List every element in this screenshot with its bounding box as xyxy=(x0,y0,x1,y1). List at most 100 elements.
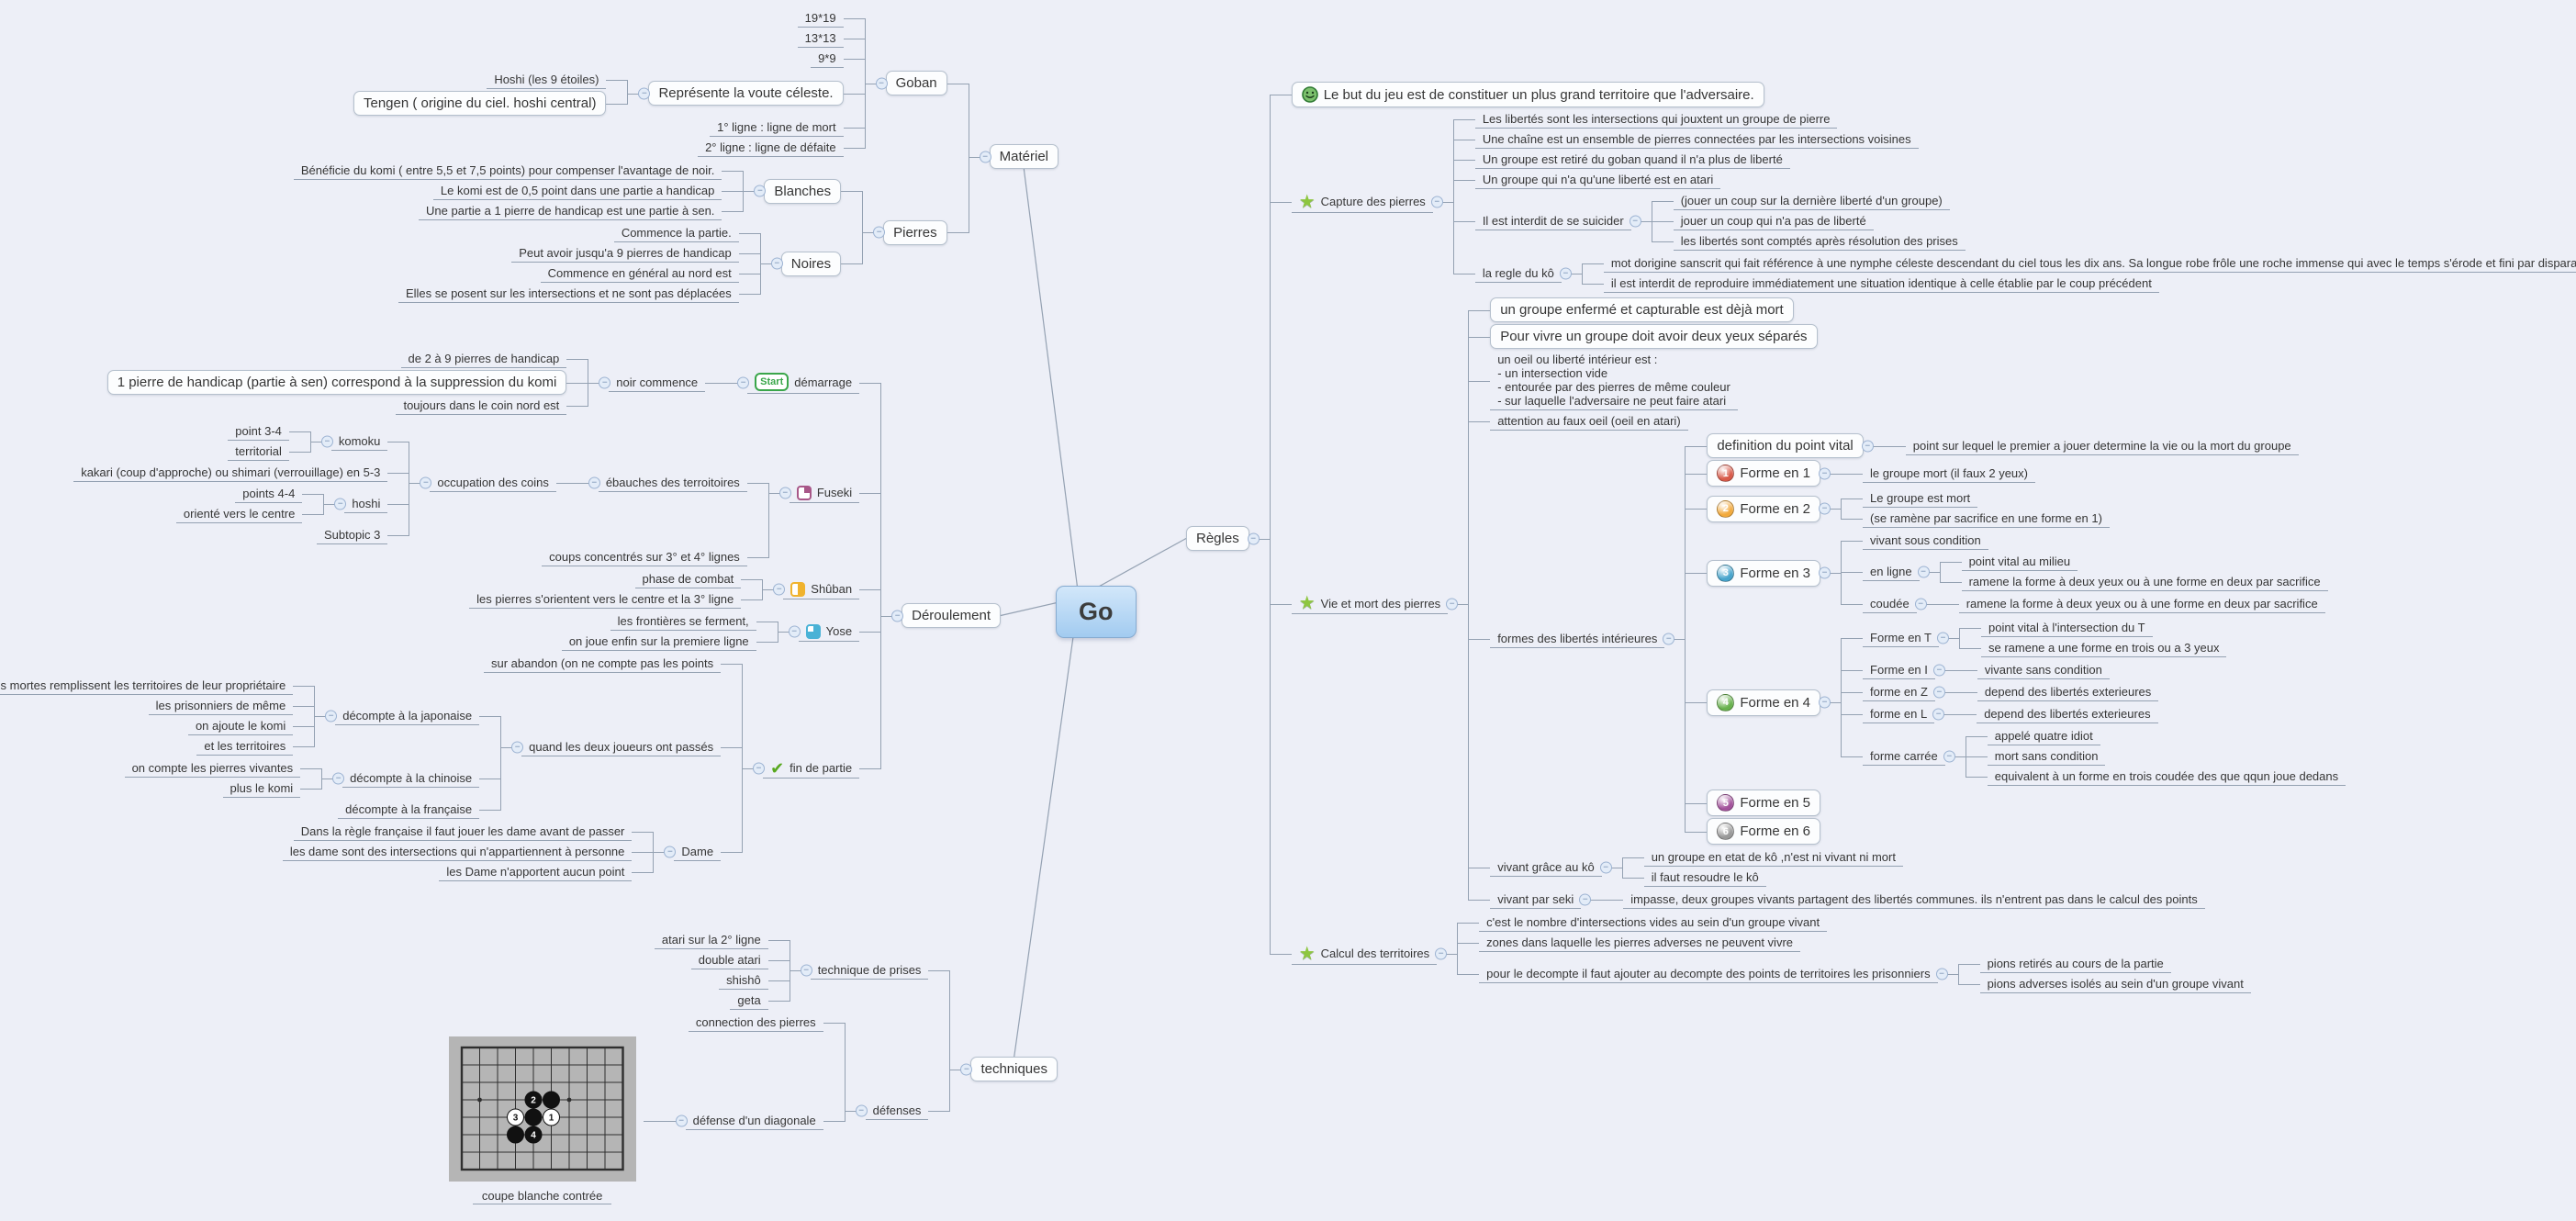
collapse-badge[interactable]: − xyxy=(800,964,812,977)
collapse-badge[interactable]: − xyxy=(1819,502,1831,515)
collapse-badge[interactable]: − xyxy=(754,185,767,197)
topic-label[interactable]: Le but du jeu est de constituer un plus … xyxy=(1291,82,1764,107)
topic-label[interactable]: ébauches des terroitoires xyxy=(598,474,747,492)
collapse-badge[interactable]: − xyxy=(1579,893,1592,906)
topic-label[interactable]: attention au faux oeil (oeil en atari) xyxy=(1490,412,1688,431)
topic-label[interactable]: défenses xyxy=(865,1102,929,1120)
topic-label[interactable]: décompte à la chinoise xyxy=(342,769,480,788)
topic-label[interactable]: toujours dans le coin nord est xyxy=(396,397,567,415)
collapse-badge[interactable]: − xyxy=(979,151,991,162)
topic-label[interactable]: depend des libertés exterieures xyxy=(1977,705,2158,723)
topic-label[interactable]: hoshi xyxy=(344,495,388,513)
topic-label[interactable]: Pour vivre un groupe doit avoir deux yeu… xyxy=(1490,324,1818,349)
collapse-badge[interactable]: − xyxy=(960,1063,973,1075)
topic-label[interactable]: geta xyxy=(730,991,768,1010)
topic-label[interactable]: impasse, deux groupes vivants partagent … xyxy=(1623,891,2205,909)
topic-label[interactable]: Dame xyxy=(674,843,722,861)
collapse-badge[interactable]: − xyxy=(1819,467,1831,479)
topic-label[interactable]: technique de prises xyxy=(810,961,929,980)
collapse-badge[interactable]: − xyxy=(1446,598,1459,610)
collapse-badge[interactable]: − xyxy=(1247,532,1260,544)
topic-label[interactable]: en ligne xyxy=(1863,563,1920,581)
topic-label[interactable]: kakari (coup d'approche) ou shimari (ver… xyxy=(73,464,388,482)
topic-label[interactable]: vivant par seki xyxy=(1490,891,1582,909)
topic-label[interactable]: forme carrée xyxy=(1863,747,1945,766)
topic-label[interactable]: et les territoires xyxy=(196,737,294,756)
collapse-badge[interactable]: − xyxy=(1599,861,1612,874)
collapse-badge[interactable]: − xyxy=(1435,947,1448,960)
topic-label[interactable]: quand les deux joueurs ont passés xyxy=(521,738,722,756)
topic-label[interactable]: Fuseki xyxy=(789,484,860,503)
collapse-badge[interactable]: − xyxy=(778,487,791,499)
collapse-badge[interactable]: − xyxy=(1936,632,1949,644)
collapse-badge[interactable]: − xyxy=(1819,566,1831,579)
topic-label[interactable]: komoku xyxy=(330,432,388,451)
topic-label[interactable]: Le komi est de 0,5 point dans une partie… xyxy=(432,182,722,200)
topic-label[interactable]: les dame sont des intersections qui n'ap… xyxy=(282,843,633,861)
topic-label[interactable]: 1° ligne : ligne de mort xyxy=(710,118,844,137)
topic-label[interactable]: Forme en T xyxy=(1863,629,1939,647)
collapse-badge[interactable]: − xyxy=(1861,440,1874,452)
topic-label[interactable]: Bénéficie du komi ( entre 5,5 et 7,5 poi… xyxy=(293,162,722,180)
topic-label[interactable]: les prisonniers de même xyxy=(148,697,294,715)
topic-label[interactable]: pions adverses isolés au sein d'un group… xyxy=(1979,975,2251,993)
collapse-badge[interactable]: − xyxy=(1559,267,1572,280)
topic-label[interactable]: les pierres mortes remplissent les terri… xyxy=(0,677,294,695)
topic-label[interactable]: forme en L xyxy=(1863,705,1935,723)
topic-label[interactable]: formes des libertés intérieures xyxy=(1490,630,1665,648)
topic-label[interactable]: Subtopic 3 xyxy=(316,526,388,544)
topic-label[interactable]: Dans la règle française il faut jouer le… xyxy=(293,823,633,841)
collapse-badge[interactable]: − xyxy=(1932,664,1945,677)
topic-label[interactable]: zones dans laquelle les pierres adverses… xyxy=(1479,934,1801,952)
topic-label[interactable]: points 4-4 xyxy=(235,485,303,503)
topic-label[interactable]: ★Vie et mort des pierres xyxy=(1291,593,1449,614)
collapse-badge[interactable]: − xyxy=(788,625,801,638)
topic-label[interactable]: mort sans condition xyxy=(1987,747,2106,766)
topic-label[interactable]: on compte les pierres vivantes xyxy=(124,759,301,778)
topic-label[interactable]: un groupe enfermé et capturable est dèjà… xyxy=(1490,297,1794,322)
topic-label[interactable]: Commence en général au nord est xyxy=(540,264,739,283)
collapse-badge[interactable]: − xyxy=(873,226,886,239)
topic-label[interactable]: jouer un coup qui n'a pas de liberté xyxy=(1673,212,1874,230)
topic-label[interactable]: Commence la partie. xyxy=(613,224,739,242)
collapse-badge[interactable]: − xyxy=(753,762,766,775)
collapse-badge[interactable]: − xyxy=(1430,196,1443,208)
topic-label[interactable]: equivalent à un forme en trois coudée de… xyxy=(1987,767,2346,786)
topic-label[interactable]: de 2 à 9 pierres de handicap xyxy=(400,350,567,368)
topic-label[interactable]: Les libertés sont les intersections qui … xyxy=(1474,110,1838,129)
collapse-badge[interactable]: − xyxy=(588,476,600,489)
topic-label[interactable]: se ramene a une forme en trois ou a 3 ye… xyxy=(1980,639,2227,657)
collapse-badge[interactable]: − xyxy=(1943,750,1955,763)
collapse-badge[interactable]: − xyxy=(773,583,786,596)
collapse-badge[interactable]: − xyxy=(675,1115,688,1126)
topic-label[interactable]: noir commence xyxy=(609,374,706,392)
topic-label[interactable]: pour le decompte il faut ajouter au deco… xyxy=(1479,965,1938,983)
collapse-badge[interactable]: − xyxy=(770,257,783,270)
collapse-badge[interactable]: − xyxy=(638,87,651,99)
topic-label[interactable]: 13*13 xyxy=(797,29,844,48)
topic-label[interactable]: décompte à la française xyxy=(338,801,480,819)
collapse-badge[interactable]: − xyxy=(855,1104,868,1116)
topic-label[interactable]: Yose xyxy=(798,622,860,642)
collapse-badge[interactable]: − xyxy=(1663,633,1675,645)
topic-label[interactable]: il est interdit de reproduire immédiatem… xyxy=(1603,274,2159,293)
topic-label[interactable]: ★Capture des pierres xyxy=(1291,192,1433,213)
topic-label[interactable]: Forme en I xyxy=(1863,661,1935,679)
topic-label[interactable]: appelé quatre idiot xyxy=(1987,727,2100,745)
collapse-badge[interactable]: − xyxy=(511,741,524,754)
branch-root-topic[interactable]: Règles xyxy=(1186,526,1249,551)
topic-label[interactable]: les libertés sont comptés après résoluti… xyxy=(1673,232,1966,251)
topic-label[interactable]: 1 pierre de handicap (partie à sen) corr… xyxy=(106,370,567,395)
topic-label[interactable]: vivant grâce au kô xyxy=(1490,858,1602,877)
topic-label[interactable]: les pierres s'orientent vers le centre e… xyxy=(469,590,742,609)
topic-label[interactable]: vivante sans condition xyxy=(1977,661,2110,679)
collapse-badge[interactable]: − xyxy=(1932,708,1945,721)
topic-label[interactable]: connection des pierres xyxy=(688,1014,823,1032)
topic-label[interactable]: Un groupe est retiré du goban quand il n… xyxy=(1474,151,1790,169)
topic-label[interactable]: plus le komi xyxy=(222,779,301,798)
topic-label[interactable]: on joue enfin sur la premiere ligne xyxy=(561,633,756,651)
collapse-badge[interactable]: − xyxy=(1917,566,1930,578)
